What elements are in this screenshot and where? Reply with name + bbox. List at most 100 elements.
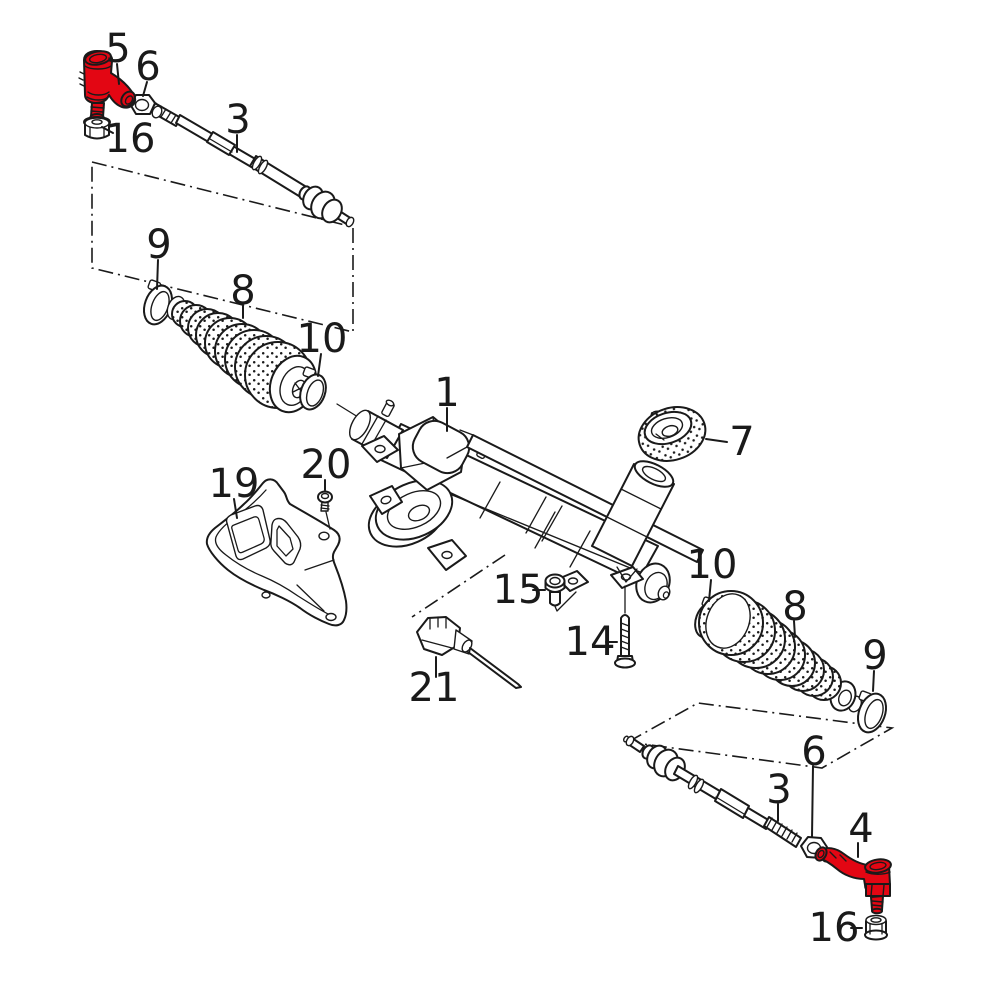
screw20-threads (320, 504, 330, 510)
part-3-tie-rod-bottom (623, 735, 802, 848)
callout-10-right: 10 (687, 542, 738, 588)
callout-14: 14 (565, 619, 616, 665)
boundary-box-bottom-right (625, 702, 895, 769)
socket-bore (817, 849, 825, 859)
boot-open-end (705, 593, 751, 649)
left-ear-hole (374, 444, 386, 454)
callout-21: 21 (409, 665, 460, 711)
leader-19 (233, 498, 238, 519)
tube-highlight (439, 489, 641, 573)
leader-10-left (317, 353, 322, 377)
sensor-alignment-line (411, 554, 506, 618)
callout-16-top: 16 (105, 116, 156, 162)
shield-screw-hole (318, 531, 330, 541)
shield-dimple (261, 591, 271, 599)
shield-foot-hole (325, 612, 337, 622)
mount-ear-a-hole (567, 577, 579, 585)
screw14-threads (620, 622, 630, 651)
nipple-top (385, 399, 395, 407)
grommet-slot (655, 433, 665, 441)
callout-7: 7 (729, 419, 754, 465)
part-9-clamp-right (856, 690, 888, 734)
callout-8-left: 8 (230, 268, 255, 314)
leader-6-bottom (811, 765, 814, 838)
callout-16-bottom: 16 (809, 905, 860, 951)
part-6-nut-top (129, 94, 163, 119)
ring-bump (693, 778, 705, 794)
tube-ring-lines (479, 481, 591, 568)
screw20-head-detail (320, 492, 330, 500)
leader-9-left (156, 259, 159, 290)
callout-3-top: 3 (225, 97, 250, 143)
tower-top-bore (641, 465, 667, 483)
callout-labels: 5 6 16 3 9 8 10 1 7 19 20 15 14 21 10 8 … (105, 26, 888, 951)
stud-threads (90, 106, 105, 113)
housing-rings (829, 851, 891, 875)
right-boot-group (694, 590, 888, 734)
housing-rings (84, 65, 112, 101)
yoke-ear-hole (441, 550, 453, 560)
sleeve-lines (525, 496, 563, 542)
shield-cutout-b (270, 517, 302, 566)
callout-9-left: 9 (146, 222, 171, 268)
part-10-clamp-left (299, 366, 327, 411)
nut-hub (870, 917, 882, 923)
leader-9-right (872, 670, 875, 692)
shield-cutout-a-inner (231, 516, 265, 554)
joint-ring (321, 198, 343, 224)
hex-line (715, 796, 745, 815)
mount-bushing (411, 419, 471, 475)
leader-16-top (101, 126, 114, 134)
stud-threads (871, 900, 884, 907)
bolt15-head-socket (549, 576, 561, 586)
boundary-boxes (91, 160, 895, 769)
surface-hatch (78, 71, 85, 87)
nut-hub (91, 119, 103, 125)
callout-19: 19 (209, 461, 260, 507)
hex-line (209, 138, 233, 153)
part-21-sensor (416, 616, 522, 689)
leader-8-right (793, 620, 796, 638)
leader-7 (705, 438, 728, 443)
callout-10-left: 10 (297, 316, 348, 362)
leader-lines (101, 63, 875, 929)
sensor-ribs (421, 616, 453, 649)
stub-end (345, 216, 355, 228)
tower-rings (606, 488, 662, 538)
screw14-pointer-v (616, 566, 638, 583)
shield-cutout-b-inner (276, 525, 294, 557)
ring-bump (251, 155, 263, 171)
clamp-band-inner (864, 698, 884, 730)
callout-5: 5 (105, 26, 130, 72)
end-hub-hole (662, 591, 670, 599)
flange-hub (407, 504, 431, 522)
thread-section (763, 816, 802, 848)
clamp-band-inner (305, 379, 325, 407)
callout-6-bottom: 6 (801, 729, 826, 775)
flange (864, 929, 888, 941)
part-5-tie-rod-end (78, 50, 137, 121)
callout-9-right: 9 (862, 633, 887, 679)
screw14-flange (614, 657, 636, 669)
stub-end (625, 735, 635, 747)
part-16-nut-bottom (864, 914, 888, 941)
part-19-heat-shield (205, 478, 348, 627)
part-8-boot-right (698, 590, 863, 713)
tube-left-end-face (348, 409, 372, 441)
edge-line (336, 403, 359, 418)
callout-1: 1 (434, 370, 459, 416)
leader-5 (116, 63, 120, 85)
part-7-grommet (637, 406, 707, 462)
leader-6-top (142, 81, 148, 97)
left-boot-group (142, 279, 327, 414)
washer (151, 105, 163, 119)
bar-taper-lines (446, 429, 474, 459)
part-4-tie-rod-end (814, 846, 892, 915)
part-14-screw (614, 614, 636, 669)
housing-top-bore (869, 861, 887, 871)
callout-8-right: 8 (782, 584, 807, 630)
callout-15: 15 (493, 567, 544, 613)
callout-20: 20 (301, 442, 352, 488)
ring-bump (687, 774, 699, 790)
